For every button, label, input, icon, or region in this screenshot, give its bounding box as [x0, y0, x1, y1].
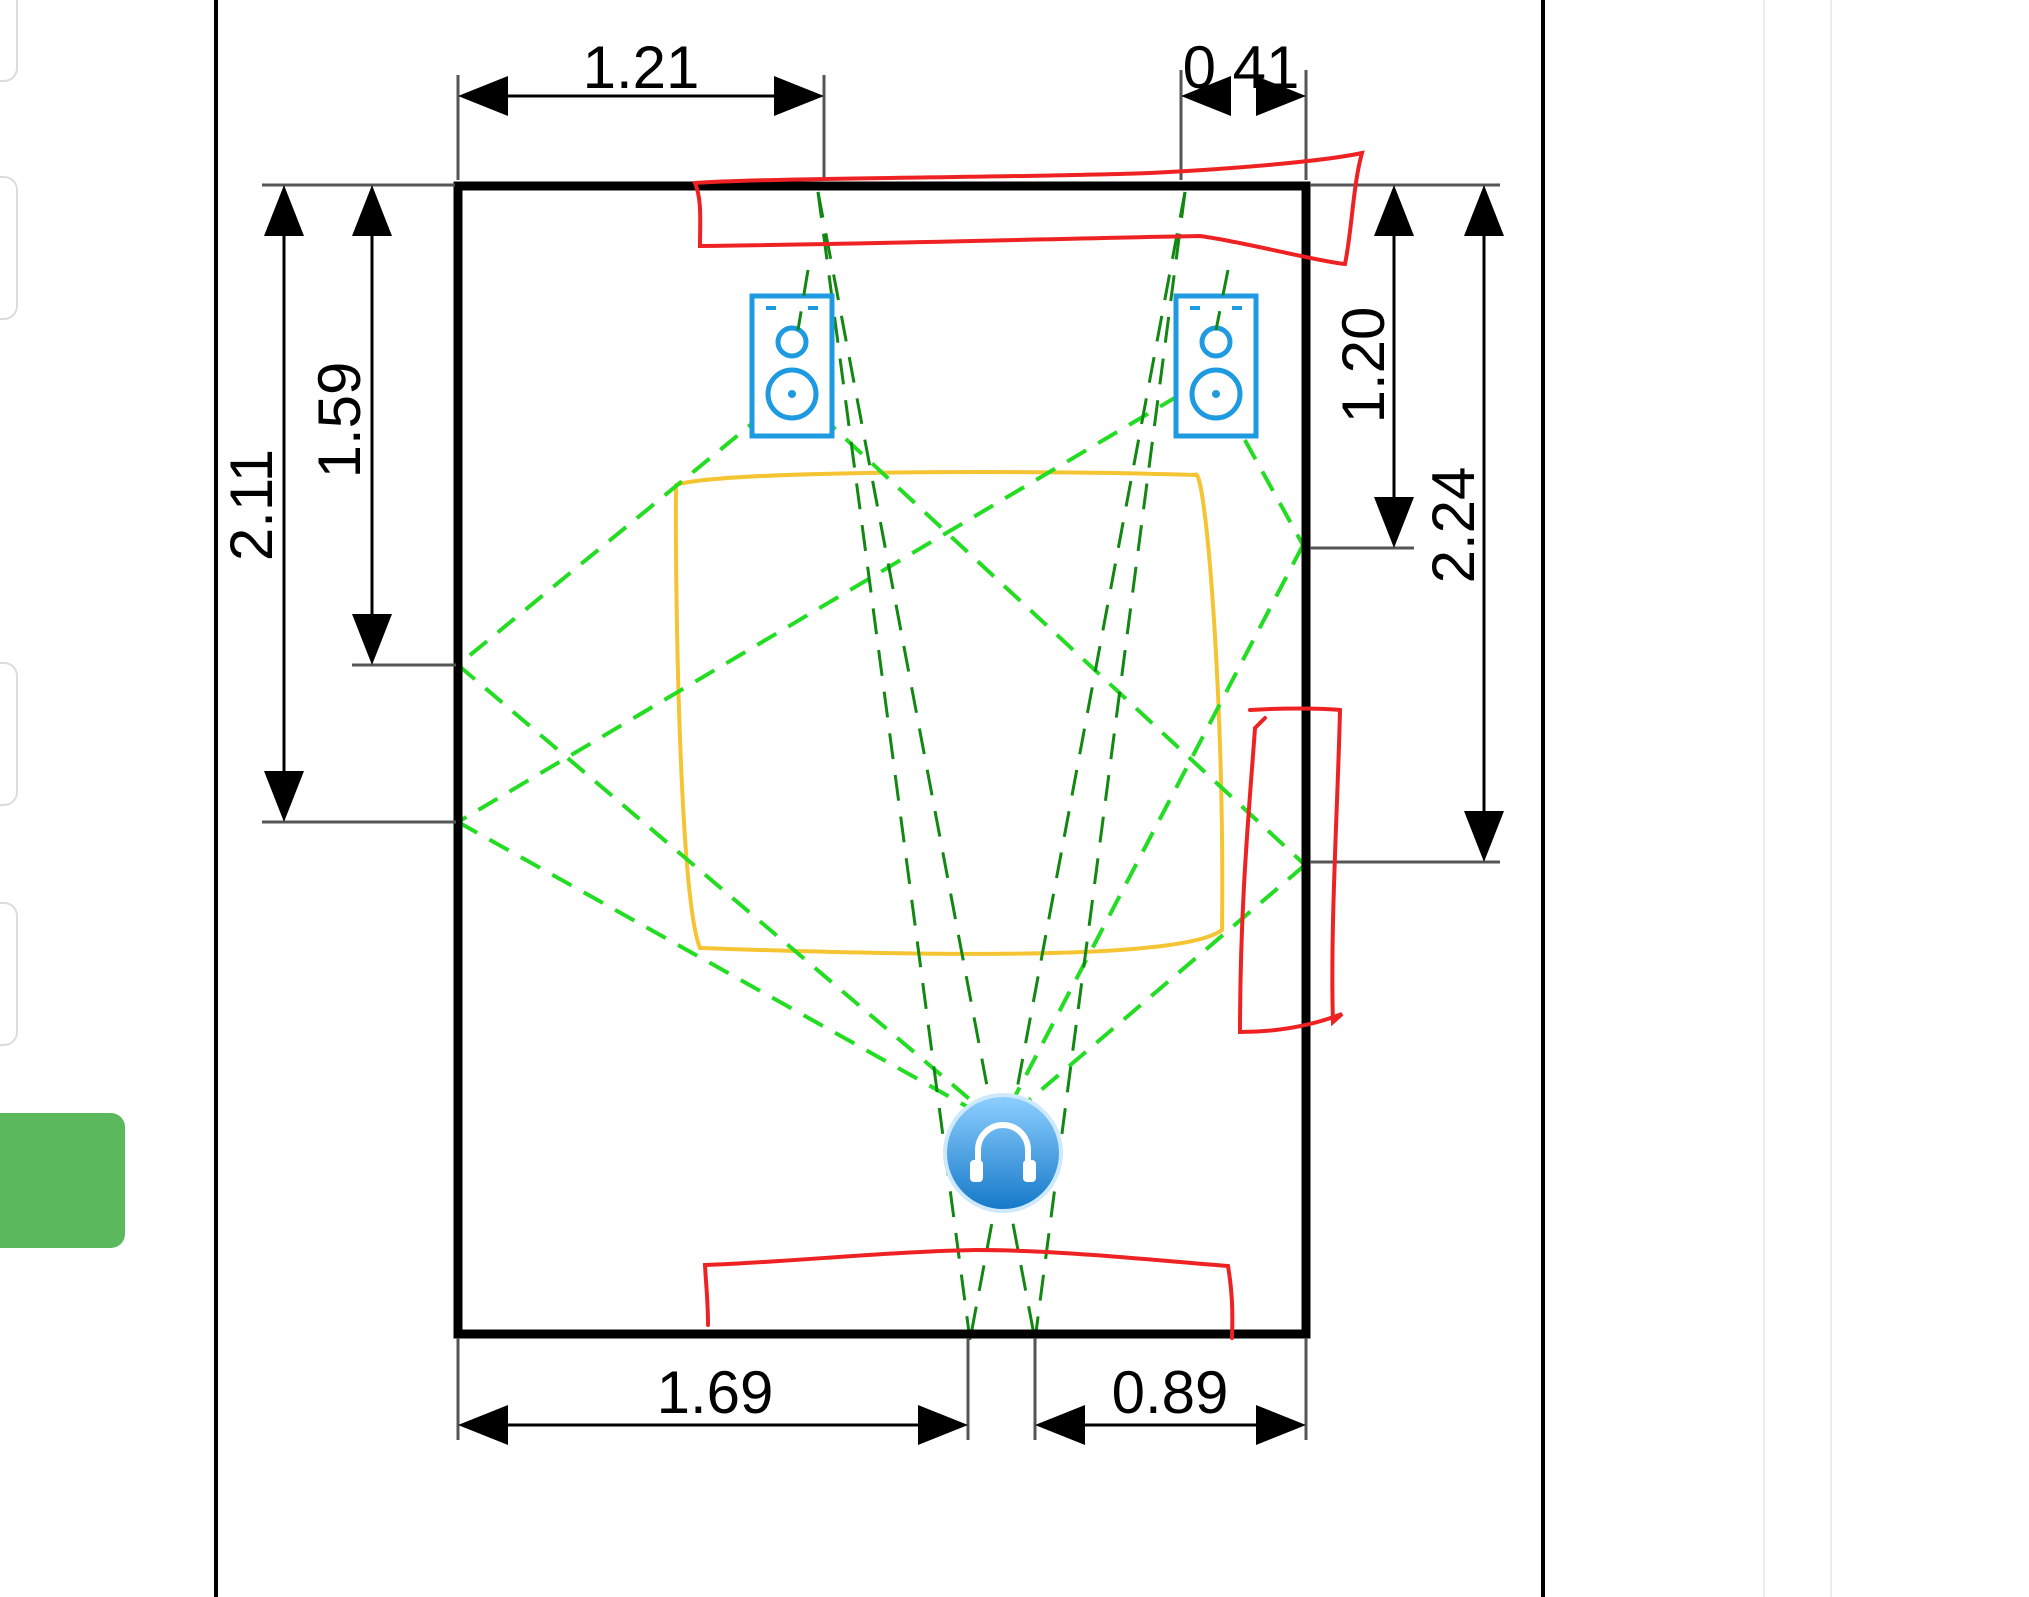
- dim-label-0-41: 0.41: [1183, 34, 1300, 101]
- dim-label-2-11: 2.11: [218, 449, 285, 561]
- room-walls: [453, 181, 1311, 1339]
- side-button-3[interactable]: [0, 662, 18, 806]
- speaker-path-overlay: [796, 269, 1230, 331]
- side-button-1[interactable]: [0, 0, 18, 82]
- side-button-4[interactable]: [0, 902, 18, 1046]
- dim-label-1-59: 1.59: [306, 362, 373, 479]
- dim-label-0-89: 0.89: [1112, 1359, 1229, 1426]
- markup-annotations: [692, 150, 1365, 1340]
- rug-outline: [673, 470, 1225, 956]
- canvas-frame-right: [1541, 0, 1545, 1597]
- panel-divider: [1763, 0, 1765, 1597]
- dim-label-1-20: 1.20: [1330, 307, 1397, 424]
- speaker-icon[interactable]: [1173, 293, 1259, 439]
- dim-label-2-24: 2.24: [1420, 467, 1487, 584]
- dim-label-1-69: 1.69: [657, 1359, 774, 1426]
- side-button-2[interactable]: [0, 176, 18, 320]
- dim-label-1-21: 1.21: [583, 34, 700, 101]
- dimension-lines: [282, 94, 1486, 1427]
- extension-lines: [262, 70, 1500, 1440]
- panel-divider: [1830, 0, 1832, 1597]
- action-button[interactable]: [0, 1113, 125, 1248]
- canvas-frame-left: [214, 0, 218, 1597]
- headphones-icon[interactable]: [943, 1093, 1063, 1213]
- reflection-paths: [456, 375, 1307, 1127]
- speaker-icon[interactable]: [749, 293, 835, 439]
- dimension-arrows: [264, 76, 1504, 1445]
